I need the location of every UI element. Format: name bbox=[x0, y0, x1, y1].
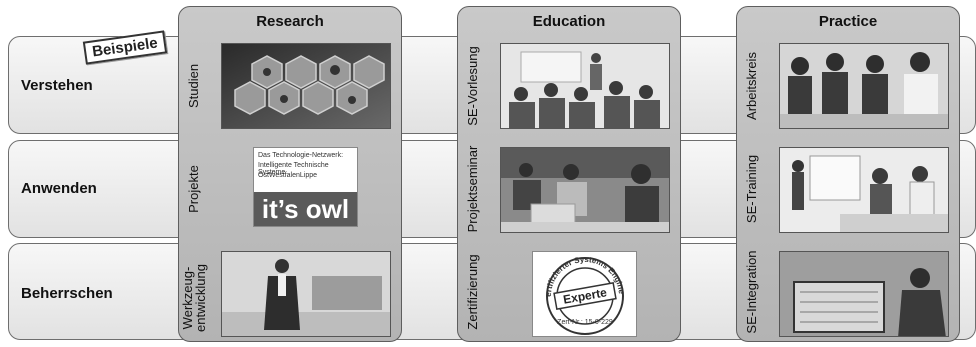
column-title-research: Research bbox=[256, 13, 324, 30]
se-integration-image bbox=[779, 251, 949, 337]
row-label-anwenden: Anwenden bbox=[21, 180, 97, 197]
row-label-beherrschen: Beherrschen bbox=[21, 285, 113, 302]
cell-label-projekte: Projekte bbox=[186, 165, 201, 213]
its-owl-card: Das Technologie-Netzwerk: Intelligente T… bbox=[253, 147, 358, 227]
column-title-education: Education bbox=[532, 13, 606, 30]
owl-card-brand: it’s owl bbox=[254, 192, 357, 226]
owl-card-line3: OstWestfalenLippe bbox=[258, 172, 318, 179]
cell-label-se-training: SE-Training bbox=[744, 154, 759, 224]
studien-image bbox=[221, 43, 391, 129]
column-research: Research Studien Projekte Das Technologi… bbox=[178, 6, 402, 342]
stamp-number-text: Zert-Nr.: 15-0-229 bbox=[557, 319, 613, 326]
column-title-practice: Practice bbox=[818, 13, 878, 30]
cell-label-zertifizierung: Zertifizierung bbox=[465, 254, 480, 330]
cell-label-arbeitskreis: Arbeitskreis bbox=[744, 52, 759, 120]
projektseminar-image bbox=[500, 147, 670, 233]
owl-card-line2: Intelligente Technische Systeme bbox=[258, 162, 329, 176]
se-vorlesung-image bbox=[500, 43, 670, 129]
se-training-image bbox=[779, 147, 949, 233]
cell-label-projektseminar: Projektseminar bbox=[465, 145, 480, 233]
column-education: Education SE-Vorlesung Projektseminar Ze… bbox=[457, 6, 681, 342]
arbeitskreis-image bbox=[779, 43, 949, 129]
cell-label-werkzeugentwicklung: Werkzeug- entwicklung bbox=[180, 264, 208, 332]
werkzeug-image bbox=[221, 251, 391, 337]
certification-stamp: Zertifizierter Systems Engineer Experte … bbox=[532, 251, 637, 337]
column-practice: Practice Arbeitskreis SE-Training SE-Int… bbox=[736, 6, 960, 342]
cell-label-se-vorlesung: SE-Vorlesung bbox=[465, 46, 480, 126]
cell-label-studien: Studien bbox=[186, 63, 201, 109]
row-label-verstehen: Verstehen bbox=[21, 77, 93, 94]
owl-card-line1: Das Technologie-Netzwerk: bbox=[258, 152, 344, 159]
cell-label-se-integration: SE-Integration bbox=[744, 250, 759, 334]
